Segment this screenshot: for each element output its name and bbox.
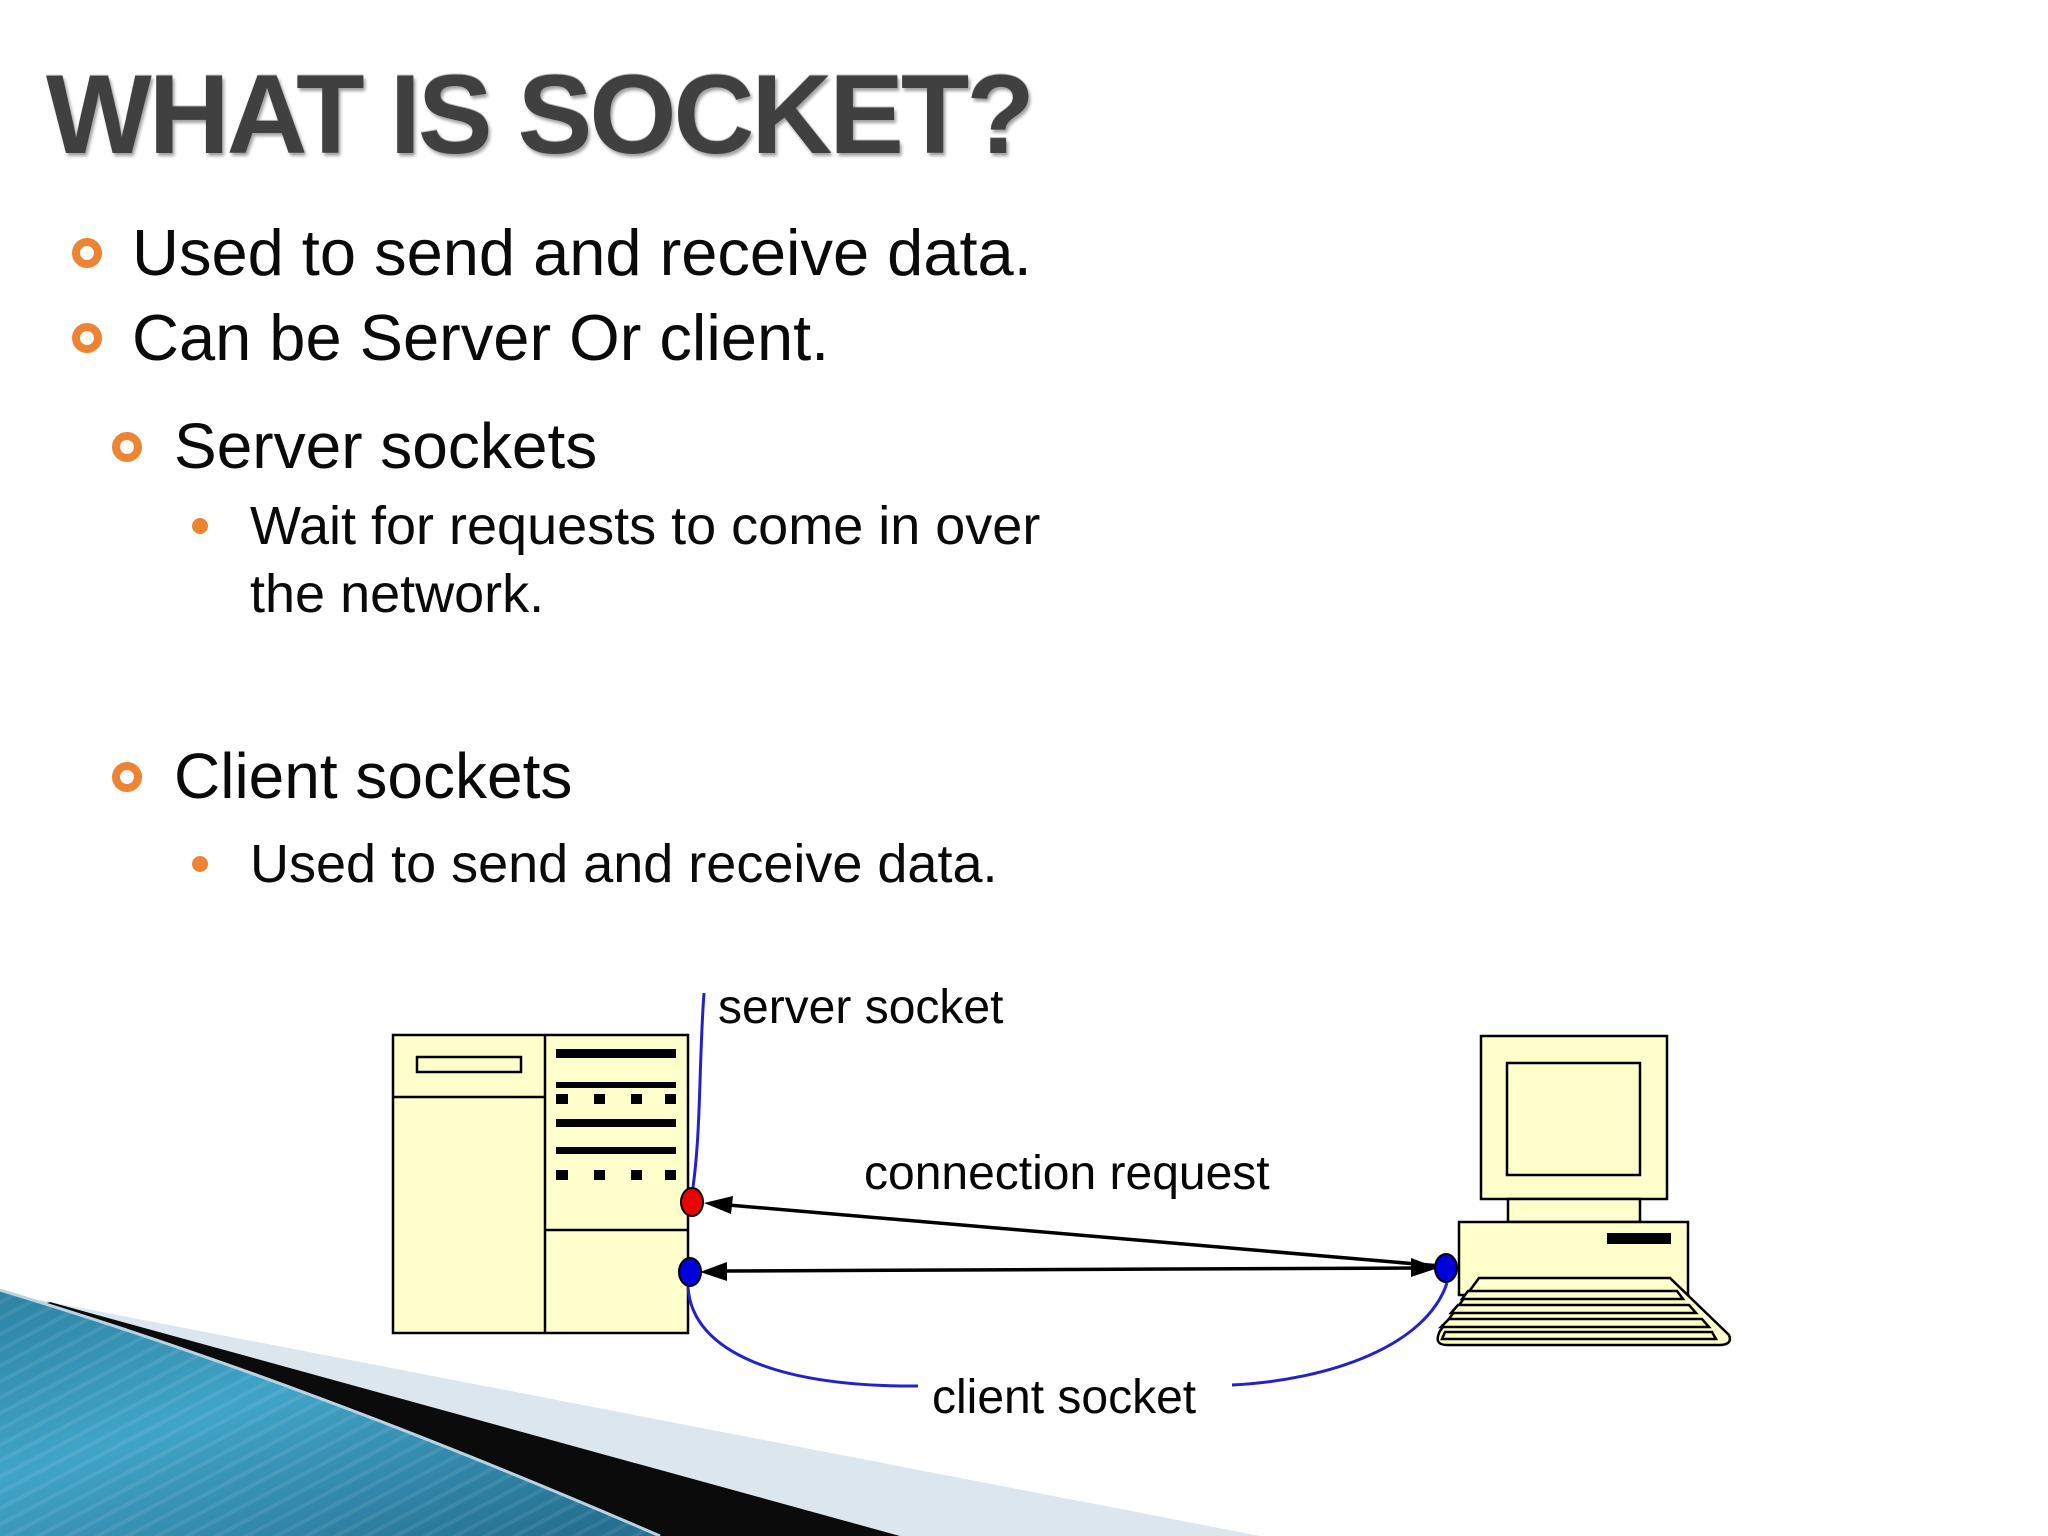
ribbon-teal-texture xyxy=(0,1290,660,1536)
client-socket-label: client socket xyxy=(932,1371,1197,1424)
server-socket-callout-curve xyxy=(691,992,706,1188)
ribbon-decoration xyxy=(0,1288,1260,1536)
connection-request-arrow xyxy=(704,1196,1441,1268)
client-computer-illustration xyxy=(1436,1034,1732,1347)
sub-bullet-text: Used to send and receive data. xyxy=(250,834,998,894)
client-socket-callout-curve-left xyxy=(686,1286,919,1388)
bullet-dot-icon xyxy=(192,518,208,534)
callout-curves xyxy=(686,992,1449,1388)
bullet-dot-icon xyxy=(192,856,208,872)
server-drive-slot xyxy=(415,1055,523,1074)
server-client-socket-dot xyxy=(678,1257,702,1287)
base-disk-slot xyxy=(1607,1233,1671,1244)
sub-bullet-row: Wait for requests to come in over the ne… xyxy=(192,492,1130,628)
bullet-ring-icon xyxy=(112,762,142,792)
ribbon-teal-edge-highlight xyxy=(0,1288,661,1536)
monitor-neck xyxy=(1506,1197,1642,1224)
data-connection-arrow xyxy=(700,1258,1438,1281)
sub-bullet-text: Wait for requests to come in over the ne… xyxy=(250,496,1041,624)
section-heading: Server sockets xyxy=(174,410,598,482)
server-socket-label: server socket xyxy=(718,981,1004,1034)
bullet-ring-icon xyxy=(112,432,142,462)
bullet-text: Used to send and receive data. xyxy=(132,216,1032,289)
bullet-text: Can be Server Or client. xyxy=(132,301,830,374)
bullet-row: Can be Server Or client. xyxy=(72,299,829,377)
server-vent-bars xyxy=(556,1049,676,1180)
server-socket-dot xyxy=(680,1187,704,1217)
bullet-row: Used to send and receive data. xyxy=(72,214,1032,292)
bullet-ring-icon xyxy=(72,238,102,268)
bullet-row-client-sockets: Client sockets xyxy=(112,738,572,815)
section-heading: Client sockets xyxy=(174,740,573,812)
sub-bullet-row: Used to send and receive data. xyxy=(192,830,997,898)
monitor-screen xyxy=(1505,1061,1642,1177)
connection-request-label: connection request xyxy=(864,1147,1270,1200)
client-socket-dot xyxy=(1434,1253,1458,1283)
server-tower-illustration xyxy=(391,1033,690,1335)
bullet-ring-icon xyxy=(72,323,102,353)
client-socket-callout-curve-right xyxy=(1231,1282,1449,1387)
bullet-row-server-sockets: Server sockets xyxy=(112,408,597,485)
page-title: WHAT IS SOCKET? xyxy=(46,52,1035,177)
